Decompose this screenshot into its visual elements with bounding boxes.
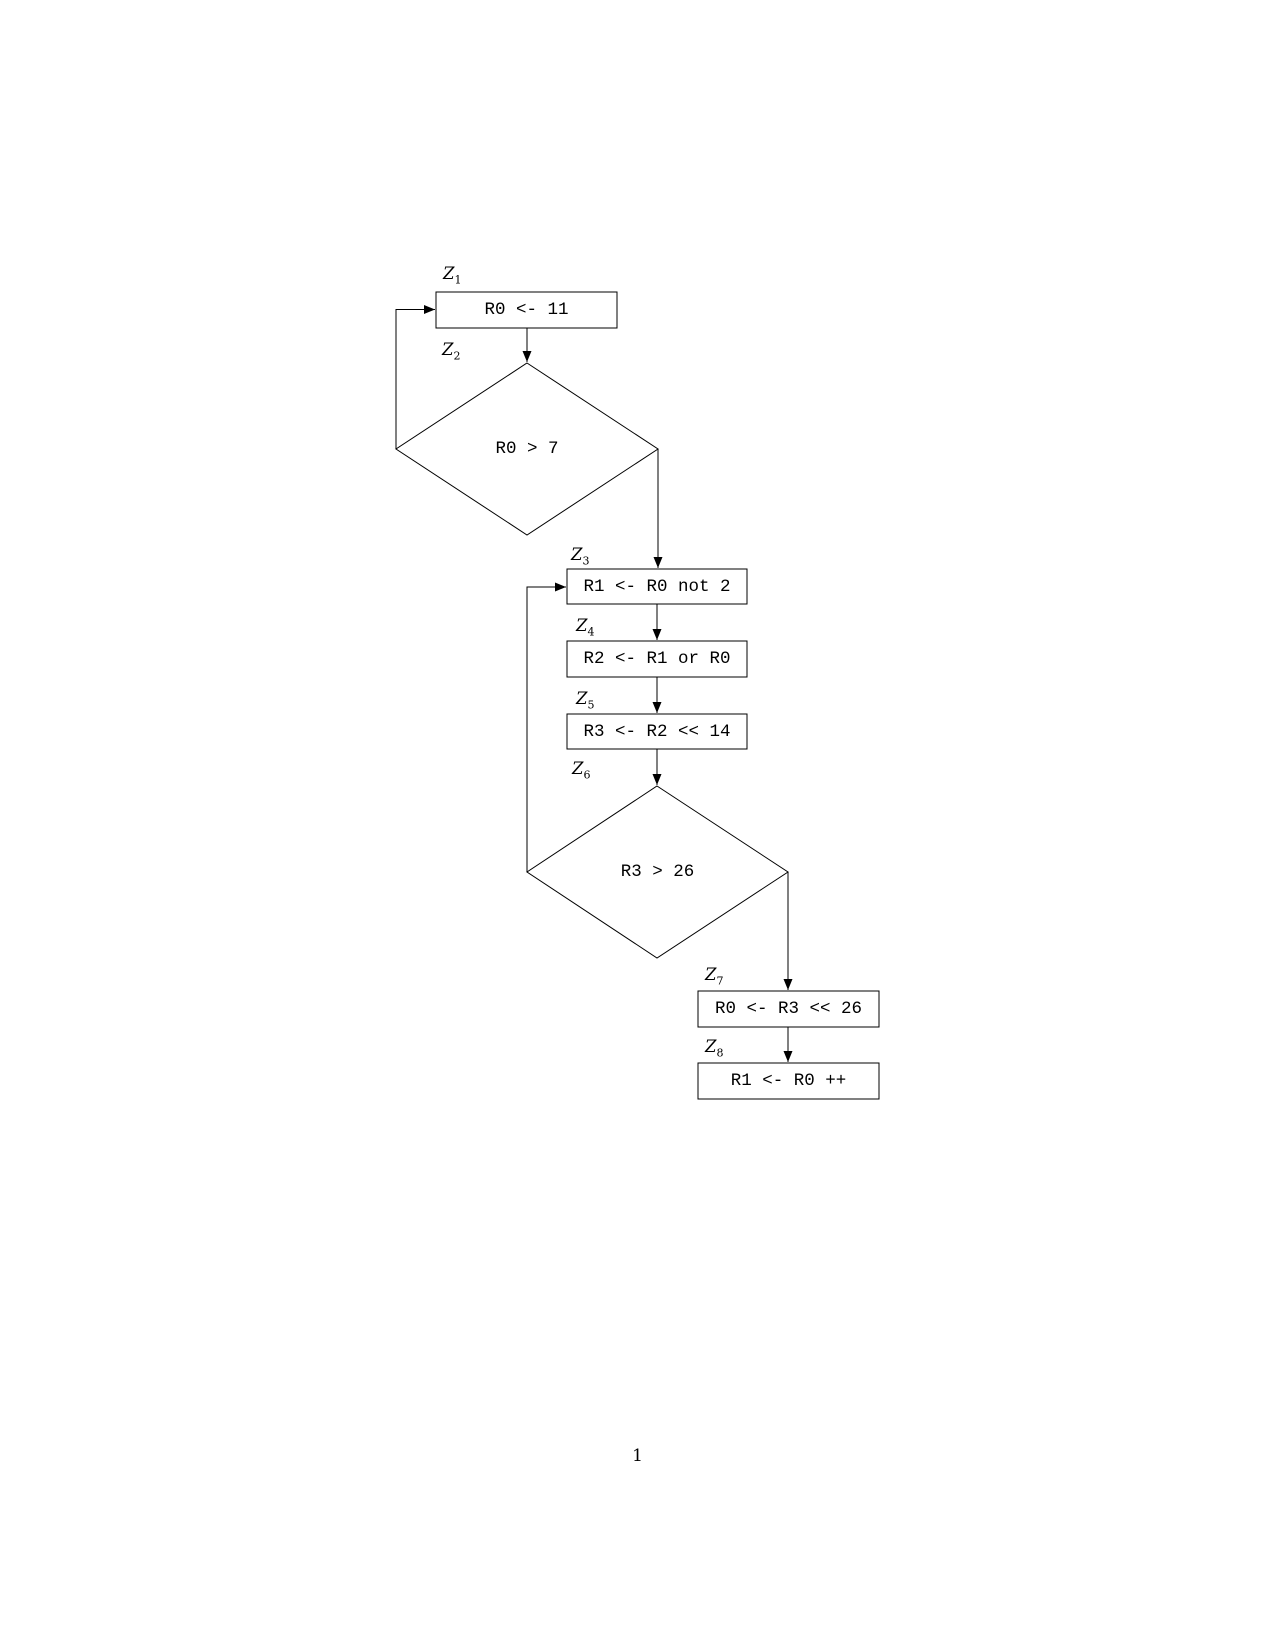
- node-label-z1-sub: 1: [454, 273, 462, 287]
- node-box-z8: [697, 1062, 880, 1100]
- node-label-z1-base: Z: [443, 264, 455, 283]
- node-label-z6: Z6: [572, 759, 590, 780]
- node-label-z6-sub: 6: [583, 768, 591, 782]
- edge-z6-loop-to-z3: [526, 582, 566, 872]
- node-label-z3-base: Z: [571, 545, 583, 564]
- node-text-z3: R1 <- R0 not 2: [583, 576, 731, 597]
- node-label-z7: Z7: [705, 965, 723, 986]
- node-label-z8-base: Z: [705, 1037, 717, 1056]
- node-label-z1: Z1: [443, 264, 461, 285]
- decision-diamond-z6: [526, 785, 789, 959]
- page-number: 1: [632, 1446, 643, 1466]
- node-label-z8-sub: 8: [716, 1046, 724, 1060]
- edge-z2-loop-to-z1: [395, 305, 435, 449]
- node-label-z5-base: Z: [576, 689, 588, 708]
- node-text-z5: R3 <- R2 << 14: [583, 721, 731, 742]
- node-text-z8: R1 <- R0 ++: [730, 1071, 847, 1091]
- node-label-z2-base: Z: [442, 340, 454, 359]
- node-label-z4-base: Z: [576, 616, 588, 635]
- node-label-z8: Z8: [705, 1037, 723, 1058]
- node-text-z1: R0 <- 11: [484, 300, 569, 320]
- node-label-z2: Z2: [442, 340, 460, 361]
- node-label-z6-base: Z: [572, 759, 584, 778]
- node-label-z4-sub: 4: [587, 625, 595, 639]
- decision-text-z6: R3 > 26: [620, 862, 695, 882]
- node-text-z7: R0 <- R3 << 26: [714, 999, 863, 1019]
- decision-text-z2: R0 > 7: [495, 439, 559, 459]
- node-label-z5-sub: 5: [587, 698, 595, 712]
- node-label-z2-sub: 2: [453, 349, 461, 363]
- node-label-z3: Z3: [571, 545, 589, 566]
- node-label-z5: Z5: [576, 689, 594, 710]
- node-text-z4: R2 <- R1 or R0: [583, 649, 731, 669]
- node-label-z4: Z4: [576, 616, 594, 637]
- node-label-z7-base: Z: [705, 965, 717, 984]
- node-label-z3-sub: 3: [582, 554, 590, 568]
- node-label-z7-sub: 7: [716, 974, 724, 988]
- decision-diamond-z2: [395, 362, 659, 536]
